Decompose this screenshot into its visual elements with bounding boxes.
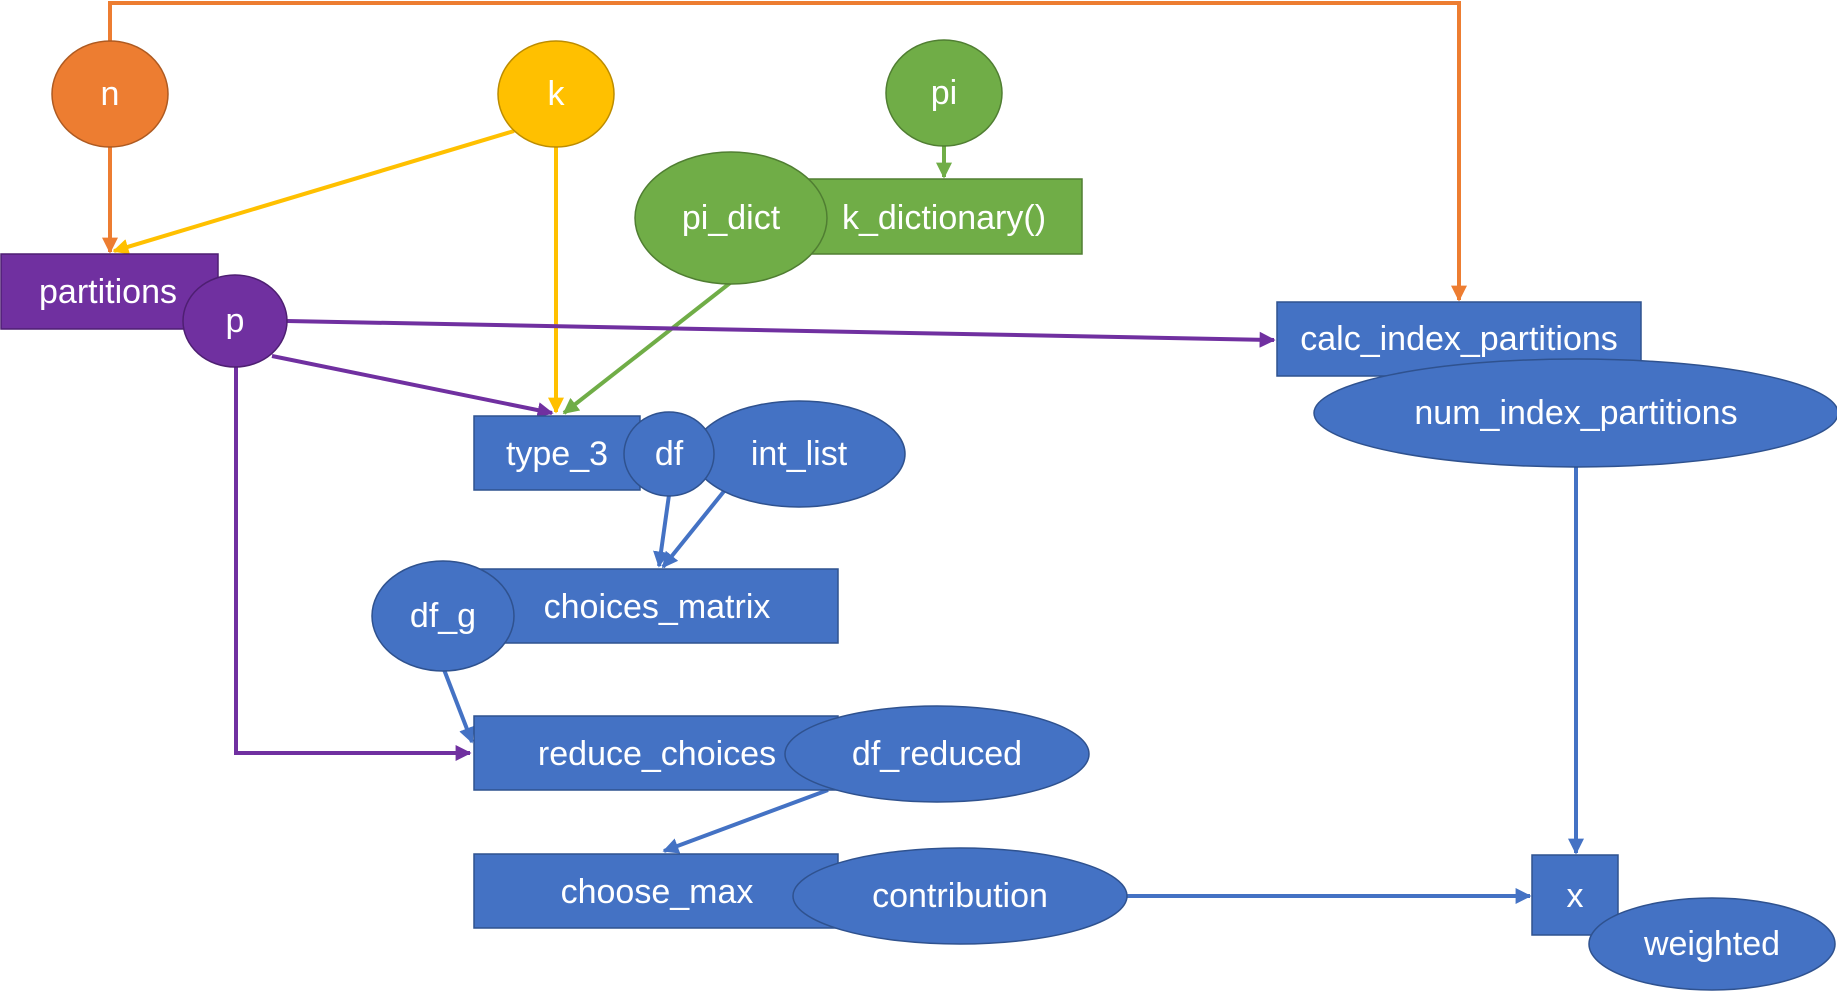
- output-weighted: weighted: [1588, 897, 1836, 991]
- function-type3: type_3: [473, 415, 641, 491]
- edge-df-g-to-reduce-choices: [441, 666, 475, 744]
- output-contribution-label: contribution: [872, 877, 1048, 915]
- edge-n-to-calc-index-partitions: [108, 1, 1467, 302]
- input-node-pi-label: pi: [931, 74, 957, 112]
- function-choices-matrix: choices_matrix: [473, 568, 839, 644]
- output-weighted-label: weighted: [1643, 925, 1780, 963]
- output-df: df: [623, 411, 715, 497]
- input-node-k-label: k: [548, 75, 566, 113]
- input-node-n-label: n: [101, 75, 120, 113]
- function-choices-matrix-label: choices_matrix: [544, 588, 771, 626]
- function-partitions-label: partitions: [39, 273, 177, 311]
- output-p: p: [182, 274, 288, 368]
- function-k-dictionary-label: k_dictionary(): [842, 199, 1046, 237]
- function-calc-index-partitions-label: calc_index_partitions: [1300, 320, 1618, 358]
- function-x-label: x: [1567, 877, 1584, 915]
- input-node-n: n: [51, 40, 169, 148]
- output-num-index-partitions-label: num_index_partitions: [1414, 394, 1737, 432]
- function-type3-label: type_3: [506, 435, 608, 473]
- function-partitions: partitions: [0, 253, 219, 330]
- output-df-reduced-label: df_reduced: [852, 735, 1022, 773]
- output-contribution: contribution: [792, 847, 1128, 945]
- edge-p-to-type3: [271, 354, 554, 418]
- output-pi-dict-label: pi_dict: [682, 199, 781, 237]
- output-df-g-label: df_g: [410, 597, 476, 635]
- edges: [102, 1, 1584, 904]
- input-node-pi: pi: [885, 39, 1003, 147]
- edge-pi-dict-to-type3: [562, 281, 732, 415]
- output-df-reduced: df_reduced: [784, 705, 1090, 803]
- edge-df-to-choices-matrix: [653, 494, 671, 568]
- edge-df-reduced-to-choose-max: [662, 788, 829, 854]
- function-choose-max: choose_max: [473, 853, 839, 929]
- edge-k-to-partitions: [112, 129, 515, 255]
- output-int-list: int_list: [692, 400, 906, 508]
- function-k-dictionary: k_dictionary(): [788, 178, 1083, 255]
- output-df-g: df_g: [371, 560, 515, 672]
- output-num-index-partitions: num_index_partitions: [1313, 358, 1837, 468]
- input-node-k: k: [497, 40, 615, 148]
- edge-p-to-reduce-choices: [234, 366, 472, 761]
- edge-int-list-to-choices-matrix: [661, 488, 727, 569]
- output-p-label: p: [226, 302, 245, 340]
- output-df-label: df: [655, 435, 684, 473]
- function-reduce-choices-label: reduce_choices: [538, 735, 776, 773]
- output-int-list-label: int_list: [751, 435, 848, 473]
- function-reduce-choices: reduce_choices: [473, 715, 839, 791]
- output-pi-dict: pi_dict: [634, 151, 828, 285]
- function-choose-max-label: choose_max: [561, 873, 754, 911]
- edge-p-to-calc-index-partitions: [286, 319, 1276, 348]
